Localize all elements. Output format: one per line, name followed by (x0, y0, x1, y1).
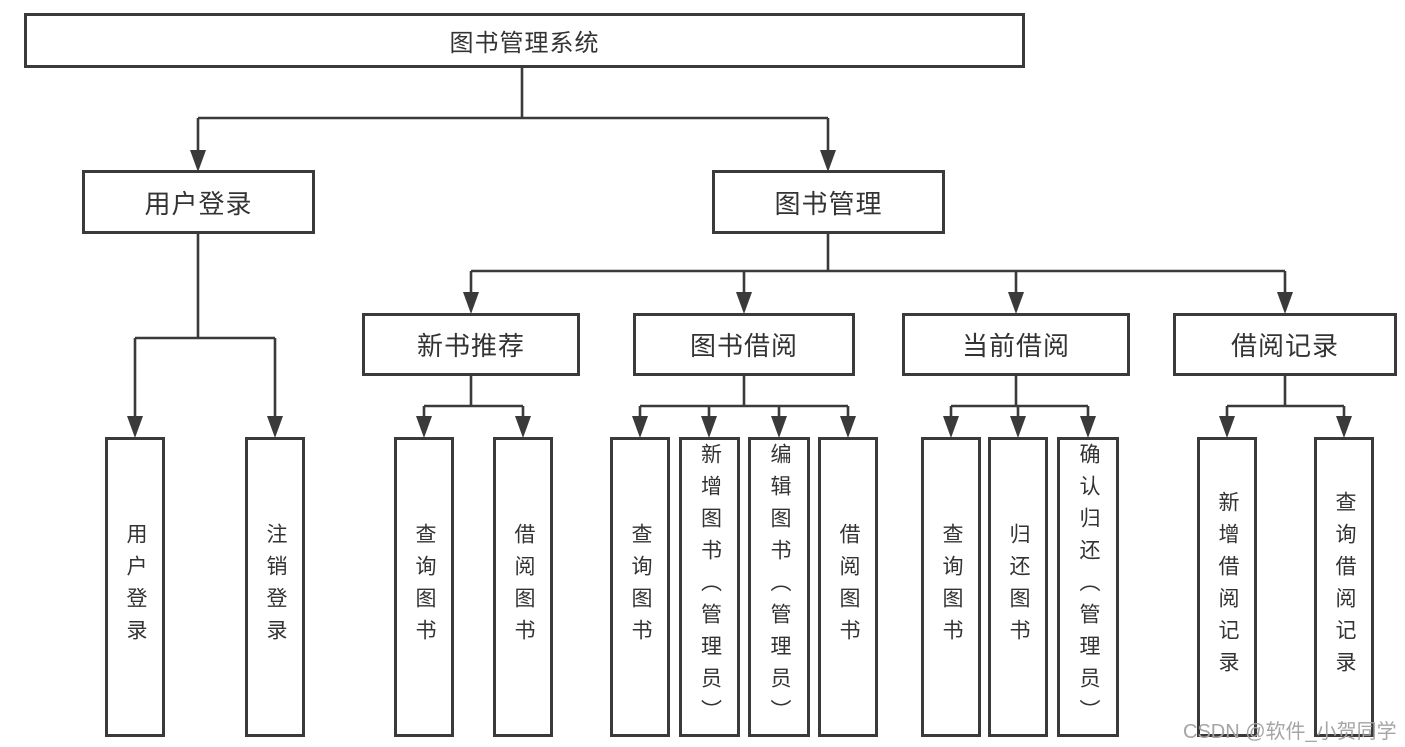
node-leaf-br-query-record-label: 查询借阅记录 (1333, 491, 1357, 683)
connector-new-book-rec-to-leaves (422, 376, 525, 418)
node-book-borrow-label: 图书借阅 (689, 331, 798, 361)
node-leaf-bb-edit-books-label: 编辑图书（管理员） (768, 443, 792, 731)
node-root-label: 图书管理系统 (449, 30, 600, 57)
node-book-mgmt: 图书管理 (712, 170, 945, 234)
arrowhead-icon (701, 416, 717, 438)
arrowhead-icon (190, 150, 206, 172)
arrowhead-icon (1008, 292, 1024, 314)
arrowhead-icon (127, 416, 143, 438)
connector-book-mgmt-to-level3 (469, 234, 1287, 294)
node-leaf-cb-query-books-label: 查询图书 (940, 523, 964, 651)
node-borrow-records-label: 借阅记录 (1230, 331, 1339, 361)
arrowhead-icon (943, 416, 959, 438)
node-current-borrow-label: 当前借阅 (961, 331, 1070, 361)
node-leaf-user-login-label: 用户登录 (124, 523, 148, 651)
arrowhead-icon (1336, 416, 1352, 438)
csdn-watermark: CSDN @软件_小贺同学 (1183, 721, 1397, 743)
arrowhead-icon (515, 416, 531, 438)
node-new-book-rec-label: 新书推荐 (416, 331, 525, 361)
arrowhead-icon (840, 416, 856, 438)
connector-book-borrow-to-leaves (638, 376, 850, 418)
node-borrow-records: 借阅记录 (1173, 313, 1397, 376)
node-leaf-user-login: 用户登录 (105, 437, 165, 737)
node-leaf-nb-query-books-label: 查询图书 (413, 523, 437, 651)
node-leaf-br-query-record: 查询借阅记录 (1314, 437, 1374, 737)
arrowhead-icon (1277, 292, 1293, 314)
node-leaf-logout: 注销登录 (245, 437, 305, 737)
arrowhead-icon (416, 416, 432, 438)
node-new-book-rec: 新书推荐 (362, 313, 580, 376)
node-leaf-bb-borrow-books-label: 借阅图书 (837, 523, 861, 651)
arrowhead-icon (1219, 416, 1235, 438)
node-leaf-cb-confirm-return: 确认归还（管理员） (1057, 437, 1119, 737)
node-root: 图书管理系统 (24, 13, 1025, 68)
node-leaf-cb-return-books: 归还图书 (988, 437, 1048, 737)
node-leaf-bb-add-books-label: 新增图书（管理员） (698, 443, 722, 731)
node-book-borrow: 图书借阅 (633, 313, 855, 376)
connector-borrow-records-to-leaves (1225, 376, 1346, 418)
node-book-mgmt-label: 图书管理 (774, 188, 883, 219)
node-leaf-nb-query-books: 查询图书 (394, 437, 454, 737)
node-leaf-bb-add-books: 新增图书（管理员） (679, 437, 740, 737)
node-leaf-cb-query-books: 查询图书 (921, 437, 981, 737)
node-leaf-logout-label: 注销登录 (264, 523, 288, 651)
node-leaf-nb-borrow-books-label: 借阅图书 (512, 523, 536, 651)
arrowhead-icon (736, 292, 752, 314)
arrowhead-icon (463, 292, 479, 314)
connector-user-login-to-leaves (133, 234, 277, 418)
node-leaf-br-add-record-label: 新增借阅记录 (1216, 491, 1240, 683)
node-user-login-label: 用户登录 (144, 188, 253, 219)
arrowhead-icon (632, 416, 648, 438)
node-leaf-bb-query-books: 查询图书 (610, 437, 670, 737)
arrowhead-icon (771, 416, 787, 438)
node-leaf-br-add-record: 新增借阅记录 (1197, 437, 1257, 737)
arrowhead-icon (820, 150, 836, 172)
node-leaf-bb-query-books-label: 查询图书 (629, 523, 653, 651)
connector-current-borrow-to-leaves (949, 376, 1090, 418)
arrowhead-icon (267, 416, 283, 438)
node-leaf-nb-borrow-books: 借阅图书 (493, 437, 553, 737)
node-leaf-cb-return-books-label: 归还图书 (1007, 523, 1031, 651)
node-leaf-bb-edit-books: 编辑图书（管理员） (748, 437, 810, 737)
node-current-borrow: 当前借阅 (902, 313, 1130, 376)
connector-root-to-level2 (196, 68, 830, 152)
arrowhead-icon (1010, 416, 1026, 438)
node-leaf-bb-borrow-books: 借阅图书 (818, 437, 878, 737)
node-leaf-cb-confirm-return-label: 确认归还（管理员） (1077, 443, 1101, 731)
arrowhead-icon (1080, 416, 1096, 438)
node-user-login: 用户登录 (82, 170, 315, 234)
